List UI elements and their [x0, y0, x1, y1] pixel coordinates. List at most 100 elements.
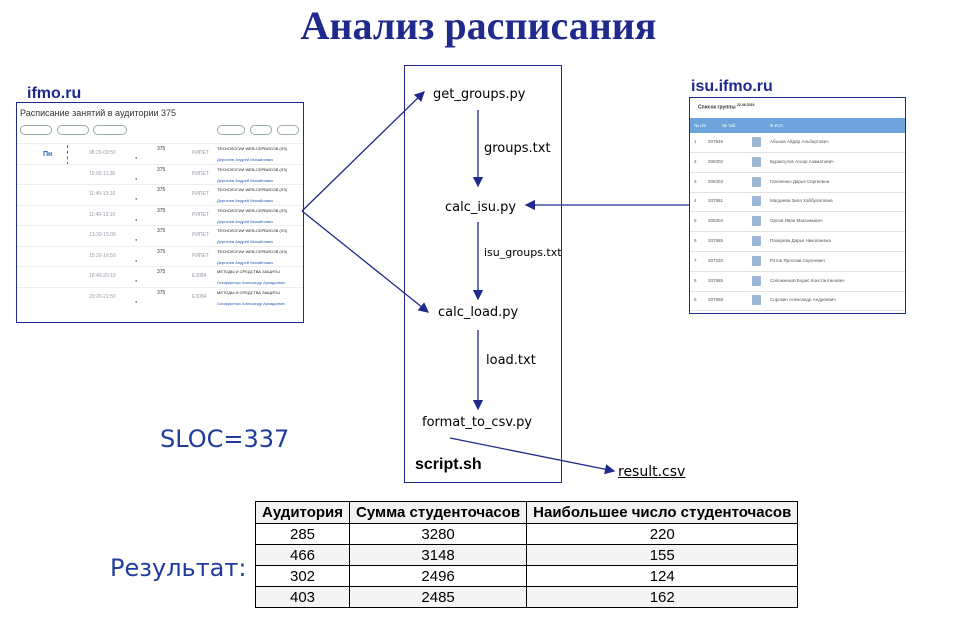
table-cell: 466 [255, 544, 350, 566]
load-txt-label: load.txt [486, 353, 536, 368]
schedule-room: 375 [157, 248, 166, 255]
avatar [752, 156, 761, 167]
table-cell: 124 [526, 565, 799, 587]
isu-row-name: Сорокин Александр Андреевич [770, 297, 836, 303]
schedule-subject: ТЕХНОЛОГИИ WEB-СЕРВИСОВ (ЛЗ) [217, 146, 288, 151]
isu-col-name: Ф.И.О. [770, 123, 784, 128]
result-csv-link[interactable]: result.csv [618, 464, 686, 480]
get-groups-file: get_groups.py [433, 87, 526, 102]
isu-row-id: 207551 [708, 198, 724, 204]
table-row: 285 3280 220 [255, 523, 799, 545]
isu-row-id: 208302 [708, 158, 724, 164]
result-label: Результат: [110, 554, 247, 582]
isu-row-number: 6 [694, 238, 697, 243]
isu-row-id: 208304 [708, 218, 724, 224]
slide-title: Анализ расписания [300, 3, 657, 48]
avatar [752, 295, 761, 306]
ifmo-day-label: Пн [43, 151, 53, 158]
table-cell: 155 [526, 544, 799, 566]
ifmo-page-title: Расписание занятий в аудитории 375 [20, 108, 177, 118]
schedule-teacher: Олифиренко Александр Аркадьевич [217, 280, 286, 285]
table-cell: 3148 [348, 544, 528, 566]
avatar [752, 196, 761, 207]
schedule-type: Е3084 [192, 293, 207, 300]
schedule-subject: МЕТОДЫ И СРЕДСТВА ЗАЩИТЫ [217, 289, 280, 295]
ifmo-filter-button [277, 125, 299, 135]
isu-site-label: isu.ifmo.ru [691, 78, 773, 95]
location-pin-icon: ● [135, 196, 138, 201]
schedule-subject: ТЕХНОЛОГИИ WEB-СЕРВИСОВ (ЛЗ) [217, 187, 288, 192]
schedule-type: РИПЕТ [192, 150, 209, 156]
table-cell: 220 [526, 523, 799, 545]
location-pin-icon: ● [135, 298, 138, 304]
isu-row-number: 7 [694, 257, 697, 263]
ifmo-filter-button [93, 125, 127, 135]
location-pin-icon: ● [135, 175, 138, 181]
isu-row-id: 207546 [708, 139, 724, 144]
arrow-ifmo-to-get-groups [301, 91, 425, 212]
sloc-label: SLOC=337 [160, 425, 290, 453]
schedule-time: 13:30-15:00 [89, 232, 116, 238]
schedule-time: 11:40-13:10 [89, 211, 116, 218]
schedule-subject: МЕТОДЫ И СРЕДСТВА ЗАЩИТЫ [217, 269, 280, 274]
schedule-time: 18:40-20:10 [89, 273, 116, 279]
location-pin-icon: ● [135, 278, 138, 283]
table-cell: 2485 [348, 586, 528, 608]
table-cell: 403 [255, 586, 350, 608]
table-row: 403 2485 162 [255, 586, 799, 608]
avatar [752, 176, 761, 187]
table-row: 1 207546 Абызов Айдар Альбертович [690, 133, 905, 153]
schedule-time: 10:00-11:30 [89, 170, 116, 177]
ifmo-schedule-screenshot: Расписание занятий в аудитории 375 Пн 08… [16, 102, 304, 323]
isu-list-header-text: Список группы [698, 104, 736, 111]
schedule-subject: ТЕХНОЛОГИИ WEB-СЕРВИСОВ (ЛЗ) [217, 166, 288, 172]
header-max-hours: Наибольшее число студенточасов [526, 501, 799, 524]
table-row: 6 207555 Пахарева Дарья Николаевна [690, 232, 905, 252]
schedule-subject: ТЕХНОЛОГИИ WEB-СЕРВИСОВ (ЛЗ) [217, 248, 288, 254]
arrow-script-to-result [449, 437, 616, 475]
isu-row-id: 207555 [708, 277, 724, 283]
schedule-room: 375 [157, 207, 166, 214]
isu-row-name: Магдиева Зиля Хаббулатовна [770, 198, 833, 204]
ifmo-filter-button [250, 125, 272, 135]
schedule-teacher: Дергачев Андрей Михайлович [217, 259, 274, 265]
table-row: 466 3148 155 [255, 544, 799, 566]
schedule-type: РИПЕТ [192, 252, 209, 259]
isu-row-name: Абызов Айдар Альбертович [770, 139, 829, 144]
isu-row-name: Бурангулов Аскар Азаматович [770, 158, 834, 164]
isu-row-name: Гапоненко Дарья Сергеевна [770, 178, 830, 184]
avatar [752, 236, 761, 246]
groups-txt-label: groups.txt [484, 141, 551, 156]
location-pin-icon: ● [135, 216, 138, 222]
schedule-subject: ТЕХНОЛОГИИ WEB-СЕРВИСОВ (ЛЗ) [217, 207, 288, 213]
schedule-time: 11:40-13:10 [89, 191, 116, 197]
schedule-teacher: Дергачев Андрей Михайлович [217, 198, 274, 203]
result-table: Аудитория Сумма студенточасов Наибольшее… [255, 501, 799, 608]
schedule-type: РИПЕТ [192, 211, 209, 218]
table-cell: 2496 [348, 565, 528, 587]
schedule-time: 15:20-16:50 [89, 252, 116, 259]
schedule-type: РИПЕТ [192, 170, 209, 177]
isu-row-name: Пахарева Дарья Николаевна [770, 238, 831, 243]
schedule-room: 375 [157, 289, 166, 296]
isu-col-id: № таб. [722, 123, 737, 128]
ifmo-day-marker [67, 145, 68, 165]
schedule-teacher: Дергачев Андрей Михайлович [217, 177, 274, 183]
isu-row-name: Орлов Иван Максимович [770, 218, 823, 224]
table-cell: 162 [526, 586, 799, 608]
schedule-room: 375 [157, 187, 166, 193]
isu-row-number: 1 [694, 139, 697, 144]
schedule-teacher: Дергачев Андрей Михайлович [217, 239, 274, 244]
avatar [752, 275, 761, 286]
script-sh-label: script.sh [415, 456, 482, 473]
isu-row-id: 207220 [708, 257, 724, 263]
calc-load-file: calc_load.py [438, 305, 519, 320]
schedule-room: 375 [157, 146, 166, 152]
arrow-ifmo-to-calc-load [301, 210, 430, 313]
isu-row-id: 207555 [708, 238, 724, 243]
